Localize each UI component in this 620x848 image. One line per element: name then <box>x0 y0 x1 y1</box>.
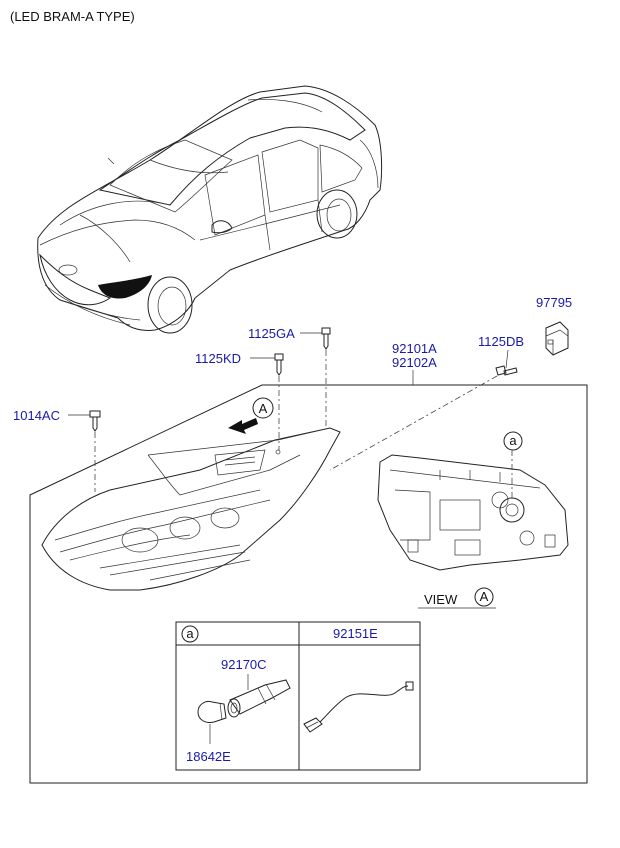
view-a-callout-letter[interactable]: A <box>259 401 268 416</box>
part-label-1014AC[interactable]: 1014AC <box>13 408 60 423</box>
part-label-92101A[interactable]: 92101A <box>392 341 437 356</box>
view-a-detail-callout-circle[interactable] <box>503 431 523 451</box>
headlamp-assembly[interactable] <box>41 427 341 591</box>
assembly-frame <box>29 384 588 784</box>
part-label-92170C[interactable]: 92170C <box>221 657 267 672</box>
table-header-callout-letter: a <box>186 626 194 641</box>
screw-1125KD <box>274 353 284 376</box>
bulb-socket-92170C[interactable] <box>227 679 291 718</box>
part-label-92151E[interactable]: 92151E <box>333 626 378 641</box>
screw-1014AC <box>89 410 101 432</box>
wiring-harness-92151E[interactable] <box>303 681 414 733</box>
view-direction-arrow <box>228 418 258 434</box>
view-a-detail-callout-letter[interactable]: a <box>509 433 517 448</box>
diagram-title: (LED BRAM-A TYPE) <box>10 9 135 24</box>
part-label-18642E[interactable]: 18642E <box>186 749 231 764</box>
bulb-18642E[interactable] <box>197 701 227 723</box>
part-label-1125GA[interactable]: 1125GA <box>248 326 295 341</box>
part-label-1125KD[interactable]: 1125KD <box>195 351 241 366</box>
part-label-1125DB[interactable]: 1125DB <box>478 334 524 349</box>
part-label-92102A[interactable]: 92102A <box>392 355 437 370</box>
headlamp-rear-view[interactable] <box>377 454 569 571</box>
view-a-callout-circle[interactable] <box>252 397 274 419</box>
screw-1125DB <box>495 365 518 376</box>
table-header-callout-circle <box>181 625 199 643</box>
part-97795-connector[interactable] <box>545 321 569 356</box>
parts-table <box>175 621 421 771</box>
view-label: VIEW <box>424 592 458 607</box>
screw-1125GA <box>321 327 331 350</box>
view-label-letter: A <box>480 589 489 604</box>
part-label-97795[interactable]: 97795 <box>536 295 572 310</box>
view-label-circle <box>474 587 494 607</box>
car-illustration <box>37 85 383 334</box>
